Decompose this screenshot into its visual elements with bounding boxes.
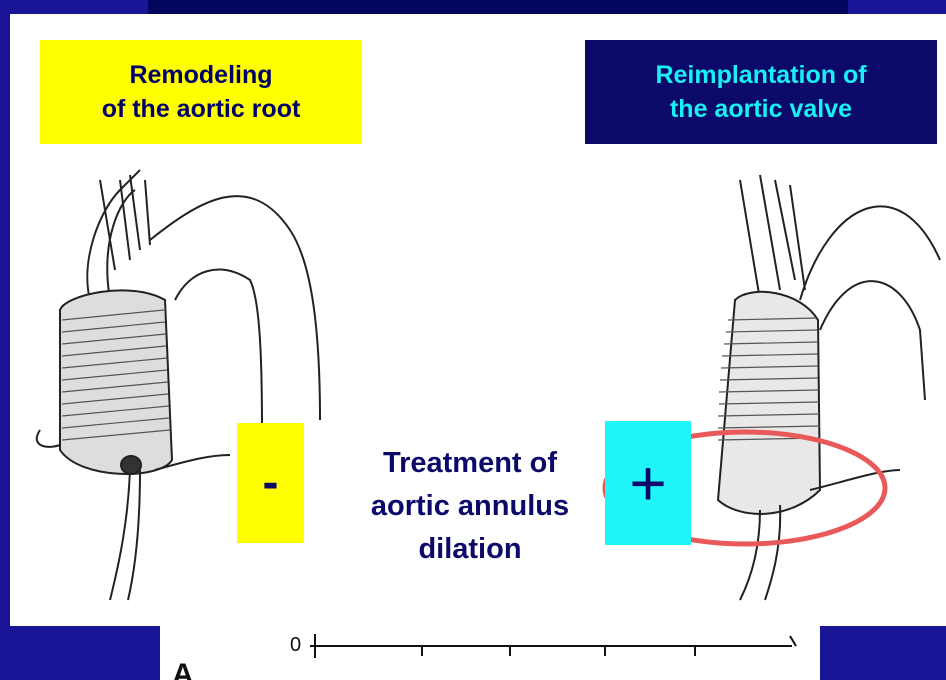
remodeling-label-line2: of the aortic root — [40, 92, 362, 126]
reimplantation-label-line1: Reimplantation of — [585, 58, 937, 92]
treatment-text-line3: dilation — [325, 528, 615, 571]
remodeling-label: Remodeling of the aortic root — [40, 40, 362, 144]
treatment-text-line1: Treatment of — [325, 442, 615, 485]
treatment-text: Treatment of aortic annulus dilation — [325, 442, 615, 571]
reimplantation-label: Reimplantation of the aortic valve — [585, 40, 937, 144]
axis-partial-letter: A — [172, 660, 194, 680]
axis-fragment — [310, 634, 796, 658]
right-aorta-drawing — [718, 175, 940, 600]
treatment-text-line2: aortic annulus — [325, 485, 615, 528]
remodeling-label-line1: Remodeling — [40, 58, 362, 92]
minus-sign: - — [237, 423, 304, 543]
axis-zero-label: 0 — [290, 634, 301, 657]
plus-sign: + — [605, 421, 691, 545]
reimplantation-label-line2: the aortic valve — [585, 92, 937, 126]
